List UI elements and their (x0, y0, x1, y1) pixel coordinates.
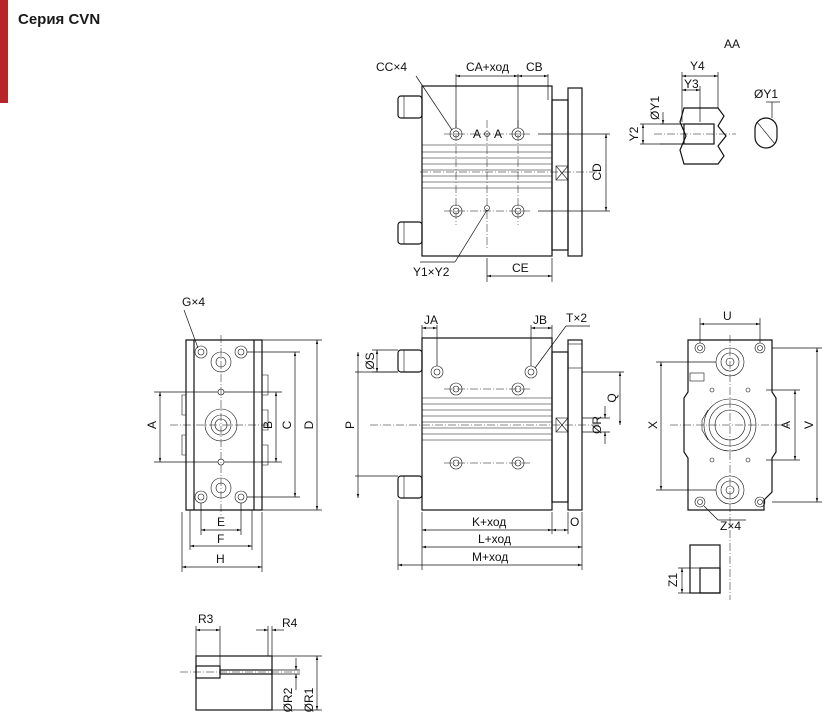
label-k-stroke: K+ход (472, 515, 506, 529)
label-oy1-side: ØY1 (648, 96, 662, 120)
label-v: V (802, 421, 816, 429)
page-title: Серия CVN (18, 11, 101, 28)
label-y1y2: Y1×Y2 (413, 265, 450, 279)
label-aa-title: AA (724, 37, 740, 51)
label-ja: JA (424, 313, 438, 327)
label-q: Q (605, 393, 619, 402)
label-y2: Y2 (627, 126, 641, 141)
label-or1: ØR1 (302, 687, 316, 712)
label-r3: R3 (198, 612, 214, 626)
label-oy1: ØY1 (754, 87, 778, 101)
label-y4: Y4 (690, 59, 705, 73)
label-e: E (217, 515, 225, 529)
label-r4: R4 (282, 616, 298, 630)
label-p: P (343, 421, 357, 429)
label-b: B (261, 421, 275, 429)
label-os: ØS (363, 352, 377, 369)
label-a-left: A (145, 421, 159, 429)
label-jb: JB (533, 313, 547, 327)
detail-aa: AA Y4 Y3 ØY1 Y2 ØY1 (627, 37, 780, 165)
label-m-stroke: M+ход (472, 550, 508, 564)
label-section-a-right: A (494, 127, 502, 141)
right-view: U X A V Z×4 Z1 (646, 309, 822, 600)
series-accent-bar (0, 0, 8, 103)
label-u: U (723, 309, 732, 323)
label-ce: CE (512, 261, 529, 275)
label-l-stroke: L+ход (478, 532, 511, 546)
label-h: H (216, 552, 225, 566)
label-c: C (280, 420, 294, 429)
label-or2: ØR2 (281, 687, 295, 712)
label-o: O (570, 515, 579, 529)
left-view: G×4 A B C D E F H (145, 295, 322, 572)
top-view: CC×4 CA+ход CB A A CD Y1×Y2 CE (376, 60, 610, 282)
label-z1: Z1 (666, 573, 680, 587)
label-y3: Y3 (684, 77, 699, 91)
label-section-a-left: A (473, 127, 481, 141)
label-t2: T×2 (566, 311, 587, 325)
label-cc4: CC×4 (376, 60, 407, 74)
label-g4: G×4 (182, 295, 205, 309)
label-d: D (302, 420, 316, 429)
label-f: F (217, 532, 224, 546)
label-x: X (646, 421, 660, 429)
label-or: ØR (590, 416, 604, 434)
label-cb: CB (526, 60, 543, 74)
label-ca-stroke: CA+ход (466, 60, 509, 74)
label-cd: CD (590, 163, 604, 181)
label-a-right: A (779, 421, 793, 429)
label-z4: Z×4 (720, 519, 741, 533)
bottom-section: R3 R4 ØR2 ØR1 (180, 612, 322, 712)
front-view: JA JB T×2 ØS P Q ØR O K+ход L+ход M+ход (343, 311, 624, 570)
